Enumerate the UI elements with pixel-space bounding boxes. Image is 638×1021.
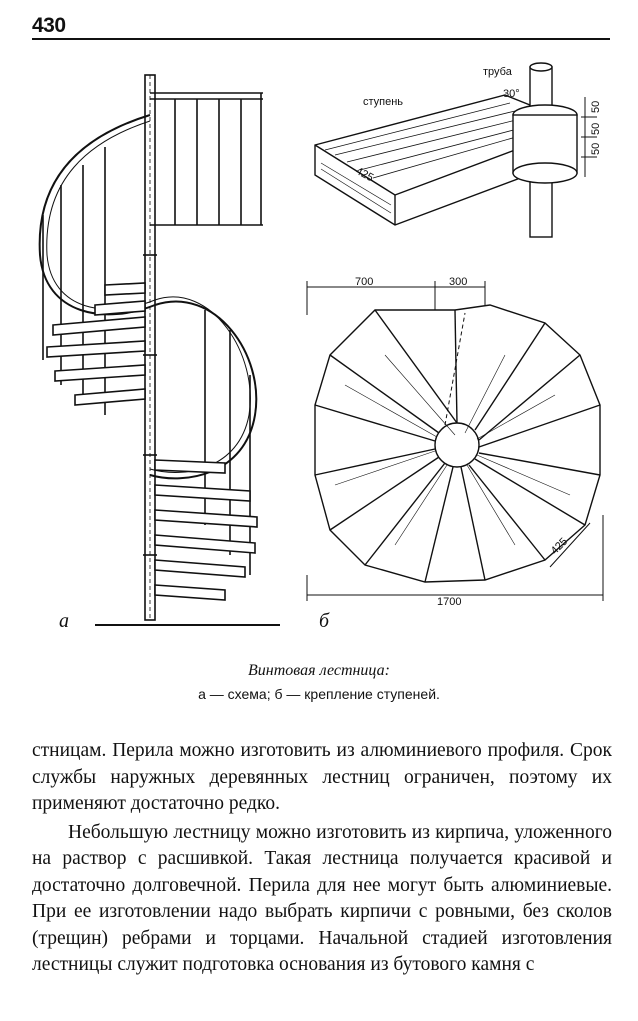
dim-700-label: 700 xyxy=(355,276,373,288)
spiral-staircase-drawing xyxy=(38,74,280,626)
figure-caption-subtitle: а — схема; б — крепление ступеней. xyxy=(198,686,440,702)
dim-1700-label: 1700 xyxy=(437,596,461,608)
dim-label-1: 50 xyxy=(590,101,602,113)
dim-label-3: 50 xyxy=(590,143,602,155)
dim-300-label: 300 xyxy=(449,276,467,288)
paragraph-1: стницам. Перила можно изготовить из алюм… xyxy=(32,740,612,814)
step-label: ступень xyxy=(363,96,403,108)
dim-label-2: 50 xyxy=(590,123,602,135)
header-rule xyxy=(32,38,610,40)
figure-caption-title: Винтовая лестница: xyxy=(248,662,390,679)
pipe-label: труба xyxy=(483,66,513,78)
angle-label: 30° xyxy=(503,88,520,100)
label-a: а xyxy=(59,610,69,632)
step-detail-drawing xyxy=(314,62,597,238)
staircase-figure: а труба xyxy=(25,55,625,650)
plan-view-drawing xyxy=(306,281,604,601)
staircase-illustration: а труба xyxy=(38,62,604,632)
page-number: 430 xyxy=(32,14,66,37)
body-text: стницам. Перила можно изготовить из алюм… xyxy=(32,738,612,979)
label-b: б xyxy=(319,610,330,632)
paragraph-2: Небольшую лестницу можно изготовить из к… xyxy=(32,821,612,976)
